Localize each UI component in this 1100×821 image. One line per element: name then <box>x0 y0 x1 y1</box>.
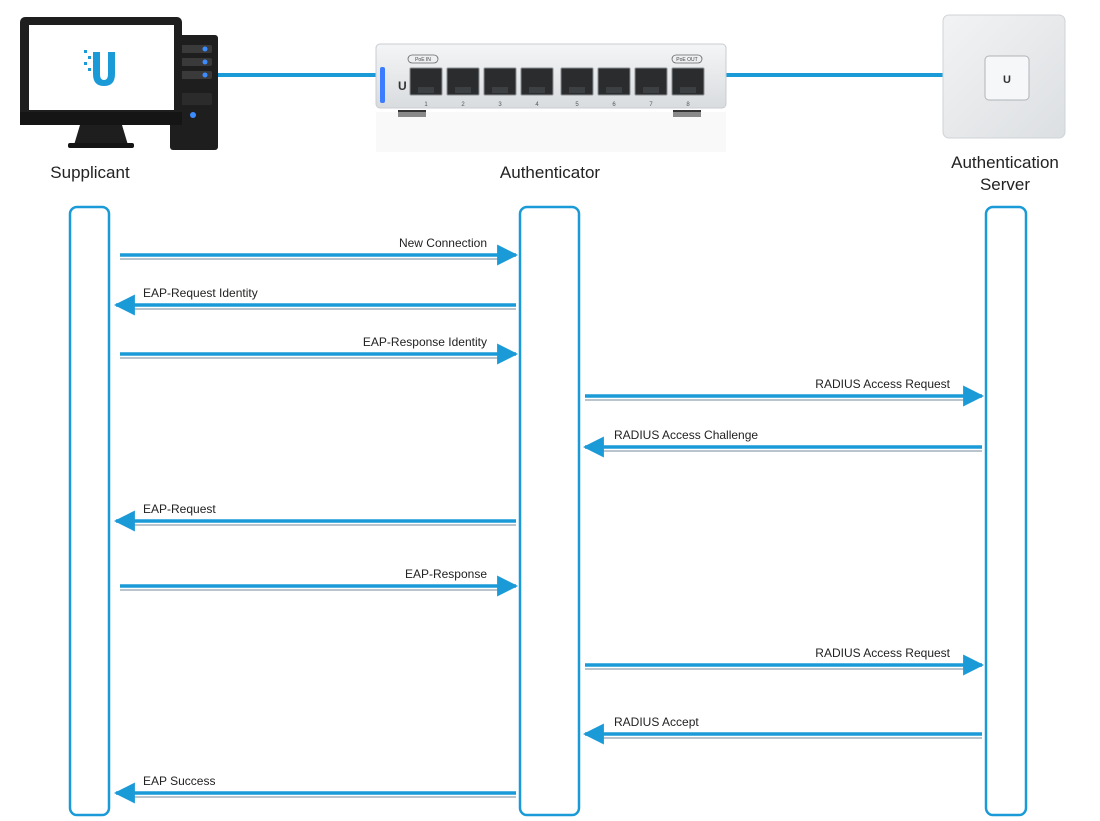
message-label: EAP Success <box>143 774 215 788</box>
message-label: EAP-Request <box>143 502 216 516</box>
lifeline-authenticator <box>518 205 581 817</box>
message-label: EAP-Response Identity <box>363 335 487 349</box>
server-label: Authentication Server <box>951 153 1059 194</box>
port-number-label: 1 <box>424 102 428 108</box>
message-label: RADIUS Access Challenge <box>614 428 758 442</box>
port-number-label: 2 <box>461 102 465 108</box>
port-number-label: 4 <box>535 102 539 108</box>
message-label: RADIUS Access Request <box>815 646 950 660</box>
svg-text:U: U <box>1003 74 1011 86</box>
message-label: New Connection <box>399 236 487 250</box>
authenticator-label: Authenticator <box>499 163 601 182</box>
message-label: RADIUS Accept <box>614 715 699 729</box>
computer-icon <box>20 17 218 150</box>
port-number-label: 5 <box>575 102 579 108</box>
port-number-label: 6 <box>612 102 616 108</box>
port-number-label: 3 <box>498 102 502 108</box>
message-label: RADIUS Access Request <box>815 377 950 391</box>
message-label: EAP-Request Identity <box>143 286 258 300</box>
port-number-label: 8 <box>686 102 690 108</box>
server-appliance-icon: U <box>942 14 1066 139</box>
message-label: EAP-Response <box>405 567 487 581</box>
supplicant-label: Supplicant <box>50 163 130 182</box>
switch-ports: 1 2 3 4 5 6 7 8 <box>409 67 705 108</box>
lifeline-supplicant <box>68 205 111 817</box>
port-number-label: 7 <box>649 102 653 108</box>
poe-in-label: PoE IN <box>415 57 431 63</box>
lifeline-server <box>984 205 1028 817</box>
svg-text:U: U <box>398 79 407 93</box>
poe-out-label: PoE OUT <box>676 57 697 63</box>
network-switch-icon: U PoE IN PoE OUT 1 2 3 4 5 6 7 8 <box>375 43 727 152</box>
